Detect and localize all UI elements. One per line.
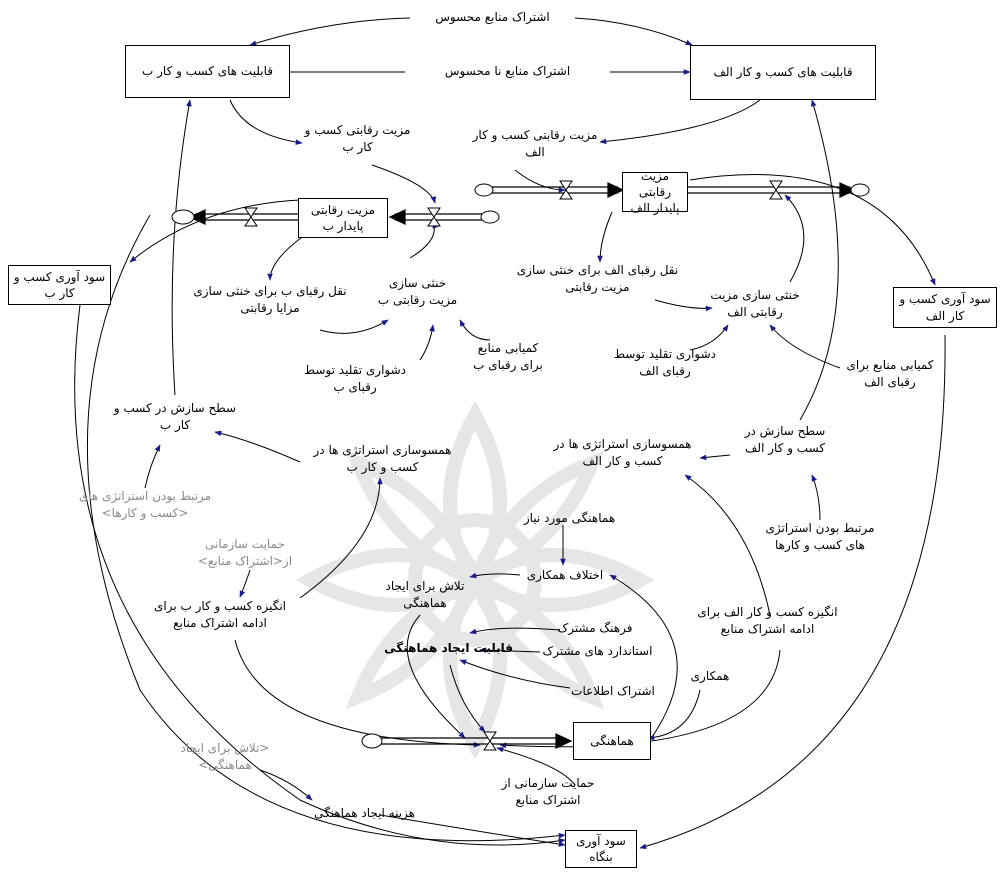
shadow-label-harmony-effort: <تلاش برای ایجاد هماهنگی> (180, 741, 270, 772)
label-harmony-capability: قابلیت ایجاد هماهنگی (384, 641, 513, 655)
label-alignment-b: همسوسازی استراتژی ها در کسب و کار ب (313, 443, 452, 474)
label-level-a: سطح سازش در کسب و کار الف (744, 424, 826, 455)
label-neutralize-b: خنثی سازی مزیت رقابتی ب (377, 276, 458, 307)
label-scarcity-a: کمیابی منابع برای رقبای الف (846, 358, 934, 389)
label-scarcity-b: کمیابی منابع برای رقبای ب (473, 341, 543, 372)
label-intangible-sharing: اشتراک منابع نا محسوس (444, 64, 571, 78)
label-needed-harmony: هماهنگی مورد نیاز (523, 511, 616, 525)
label-level-b: سطح سازش در کسب و کار ب (113, 401, 237, 432)
stock-competitive-advantage-a: مزیت رقابتی پایدار الف (622, 169, 688, 215)
label-information-sharing: اشتراک اطلاعات (571, 684, 655, 698)
stock-competitive-advantage-b: مزیت رقابتی پایدار ب (298, 198, 388, 238)
label-cooperation-gap: اختلاف همکاری (526, 568, 604, 582)
label-rivals-a: نقل رقبای الف برای خنثی سازی مزیت رقابتی (516, 263, 679, 294)
box-profitability-a: سود آوری کسب و کار الف (893, 287, 997, 328)
label-alignment-a: همسوسازی استراتژی ها در کسب و کار الف (553, 437, 692, 468)
label-imitation-a: دشواری تقلید توسط رقبای الف (613, 347, 717, 378)
label-shared-culture: فرهنگ مشترک (557, 621, 633, 635)
label-motivation-a: انگیزه کسب و کار الف برای ادامه اشتراک م… (697, 605, 838, 636)
label-motivation-b: انگیزه کسب و کار ب برای ادامه اشتراک منا… (153, 599, 287, 630)
label-advantage-b: مزیت رقابتی کسب و کار ب (304, 123, 411, 154)
label-shared-standards: استاندارد های مشترک (542, 644, 653, 658)
shadow-label-relatedness-b: مرتبط بودن استراتژی های <کسب و کارها> (78, 489, 212, 520)
label-cooperation: همکاری (690, 669, 730, 683)
label-neutralize-a: خنثی سازی مزیت رقابتی الف (710, 288, 800, 319)
box-capabilities-b: قابلیت های کسب و کار ب (125, 45, 290, 98)
stock-harmony: هماهنگی (573, 722, 651, 760)
shadow-label-org-support: حمایت سازمانی از<اشتراک منابع> (197, 537, 293, 568)
label-tangible-sharing: اشتراک منابع محسوس (435, 10, 550, 24)
label-advantage-a: مزیت رقابتی کسب و کار الف (472, 128, 598, 159)
label-org-support: حمایت سازمانی از اشتراک منابع (501, 776, 595, 807)
box-profitability-b: سود آوری کسب و کار ب (8, 265, 111, 305)
label-harmony-effort: تلاش برای ایجاد هماهنگی (385, 579, 465, 610)
label-relatedness-a: مرتبط بودن استراتژی های کسب و کارها (765, 521, 875, 552)
watermark-ornament (295, 400, 655, 760)
label-rivals-b: نقل رقبای ب برای خنثی سازی مزایا رقابتی (193, 284, 347, 315)
box-capabilities-a: قابلیت های کسب و کار الف (690, 45, 876, 100)
valve-icon (244, 180, 783, 751)
label-imitation-b: دشواری تقلید توسط رقبای ب (303, 363, 407, 394)
label-harmony-cost: هزینه ایجاد هماهنگی (314, 806, 415, 820)
box-profitability-firm: سود آوری بنگاه (565, 830, 637, 868)
